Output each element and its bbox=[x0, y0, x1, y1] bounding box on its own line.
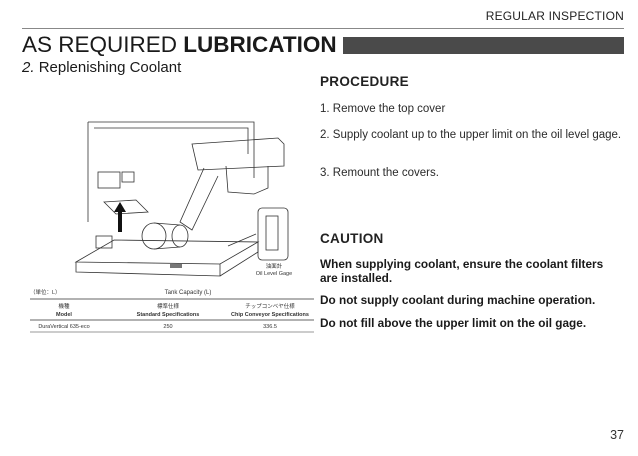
coolant-illustration: 油面計 Oil Level Gage （単位：L） Tank Capacity … bbox=[22, 118, 314, 342]
col-chip-jp: チップコンベヤ仕様 bbox=[245, 302, 295, 310]
tank-top bbox=[74, 239, 260, 265]
caution-item: Do not supply coolant during machine ope… bbox=[320, 293, 596, 307]
subtitle-number: 2. bbox=[22, 59, 35, 76]
machine-drawing: 油面計 Oil Level Gage （単位：L） Tank Capacity … bbox=[30, 121, 314, 333]
procedure-step: 1. Remove the top cover bbox=[320, 103, 446, 115]
machine-body-outline bbox=[88, 121, 255, 178]
callout-label-en: Oil Level Gage bbox=[256, 271, 292, 277]
title-bold: LUBRICATION bbox=[183, 32, 337, 57]
oil-level-gage bbox=[265, 215, 279, 251]
up-arrow-icon bbox=[114, 202, 126, 232]
callout-line bbox=[227, 233, 257, 247]
col-standard-jp: 標準仕様 bbox=[157, 302, 180, 310]
title-row: AS REQUIRED LUBRICATION bbox=[22, 30, 624, 60]
page-title: AS REQUIRED LUBRICATION bbox=[22, 30, 337, 60]
procedure-step: 3. Remount the covers. bbox=[320, 167, 439, 179]
gage-callout-box bbox=[257, 207, 289, 261]
row-chip-conveyor: 336.5 bbox=[263, 324, 277, 330]
coolant-drip bbox=[170, 264, 182, 268]
subtitle: 2. Replenishing Coolant bbox=[22, 59, 181, 76]
machine-body-inner bbox=[94, 127, 249, 154]
top-cover bbox=[103, 199, 149, 215]
coolant-filter bbox=[141, 222, 167, 250]
header-rule bbox=[22, 28, 624, 29]
col-standard-en: Standard Specifications bbox=[137, 312, 200, 318]
col-model-jp: 機種 bbox=[58, 302, 70, 310]
col-chip-en: Chip Conveyor Specifications bbox=[231, 312, 309, 318]
title-light: AS REQUIRED bbox=[22, 32, 178, 57]
tank-side bbox=[219, 242, 259, 277]
caution-item: Do not fill above the upper limit on the… bbox=[320, 316, 587, 330]
table-caption: Tank Capacity (L) bbox=[165, 290, 212, 296]
procedure-step: 2. Supply coolant up to the upper limit … bbox=[320, 129, 622, 141]
filter-body bbox=[153, 222, 181, 250]
col-model-en: Model bbox=[56, 312, 72, 318]
panel-rect-a bbox=[97, 171, 121, 189]
filler-bucket bbox=[95, 235, 113, 249]
section-label: REGULAR INSPECTION bbox=[485, 9, 624, 23]
spindle-head bbox=[191, 137, 285, 171]
caution-heading: CAUTION bbox=[320, 231, 384, 246]
page-number: 37 bbox=[610, 428, 624, 442]
spindle-neck bbox=[225, 165, 269, 195]
tank-front bbox=[75, 262, 221, 277]
subtitle-text: Replenishing Coolant bbox=[38, 59, 182, 76]
arm bbox=[179, 167, 219, 231]
table-unit: （単位：L） bbox=[30, 288, 61, 296]
panel-rect-b bbox=[121, 171, 135, 183]
row-standard: 250 bbox=[163, 324, 172, 330]
callout-label-jp: 油面計 bbox=[266, 262, 283, 270]
procedure-heading: PROCEDURE bbox=[320, 74, 409, 89]
coolant-filter-end bbox=[171, 224, 189, 248]
caution-item: When supplying coolant, ensure the coola… bbox=[320, 257, 604, 285]
title-bar bbox=[343, 37, 624, 54]
row-model: DuraVertical 635-eco bbox=[38, 324, 89, 330]
